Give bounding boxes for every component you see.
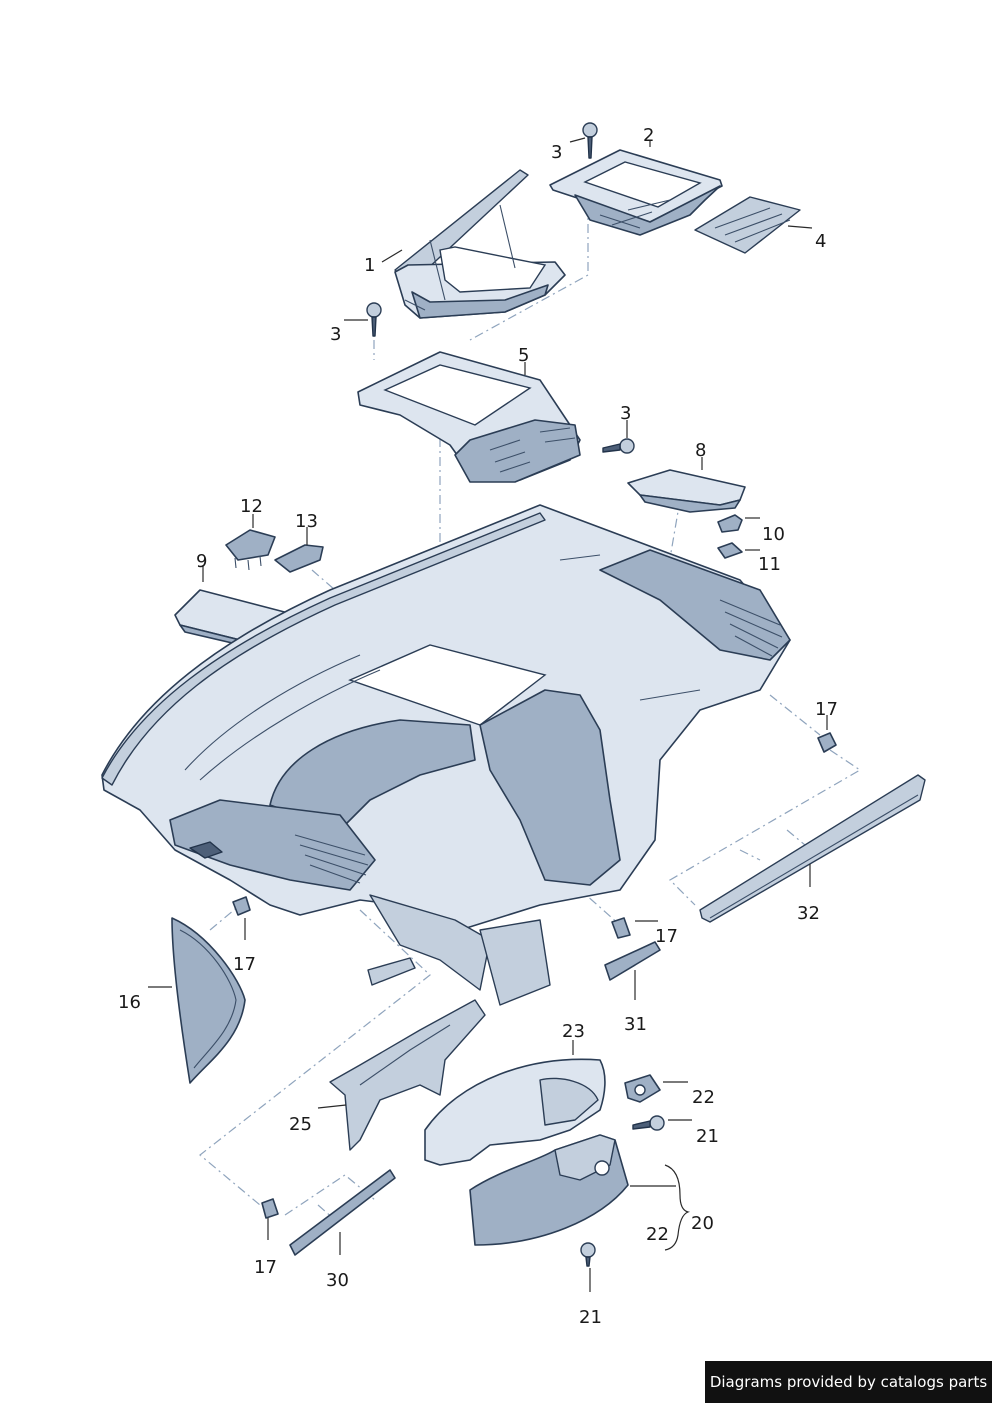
label-10: 10: [762, 524, 785, 545]
part-12-switch: [225, 529, 276, 571]
label-2: 2: [643, 125, 654, 146]
label-31: 31: [624, 1014, 647, 1035]
label-3-right: 3: [620, 403, 631, 424]
part-1-storage-compartment: [394, 169, 566, 319]
label-32: 32: [797, 903, 820, 924]
screw-3-top: [582, 122, 598, 159]
label-17-right: 17: [815, 699, 838, 720]
label-3-left: 3: [330, 324, 341, 345]
part-17-clip-left: [232, 896, 251, 916]
part-30-trim-strip: [289, 1169, 396, 1256]
label-17-center: 17: [655, 926, 678, 947]
footer-credit: Diagrams provided by catalogs parts: [705, 1361, 992, 1403]
part-11-clip: [717, 542, 743, 559]
part-23-upper-shroud: [424, 1058, 606, 1166]
label-4: 4: [815, 231, 826, 252]
part-13-switch: [274, 544, 324, 573]
label-17-left: 17: [233, 954, 256, 975]
screw-21-upper: [632, 1115, 665, 1131]
part-16-side-panel: [171, 917, 246, 1084]
label-3-top: 3: [551, 142, 562, 163]
label-11: 11: [758, 554, 781, 575]
screw-3-right: [602, 438, 635, 454]
label-1: 1: [364, 255, 375, 276]
dashboard-main-body: [101, 504, 791, 1006]
part-31-small-trim: [604, 941, 661, 981]
part-25-column-cover: [329, 999, 486, 1151]
screw-21-lower: [580, 1242, 596, 1267]
label-9: 9: [196, 551, 207, 572]
label-21-lower: 21: [579, 1307, 602, 1328]
part-2-tray: [549, 149, 723, 236]
label-16: 16: [118, 992, 141, 1013]
part-8-right-cover: [627, 469, 746, 513]
part-4-mat: [694, 196, 801, 254]
label-17-bottom: 17: [254, 1257, 277, 1278]
label-20: 20: [691, 1213, 714, 1234]
part-17-clip-bottom: [261, 1198, 279, 1219]
part-17-clip-right: [817, 732, 837, 753]
part-22-bracket: [624, 1074, 661, 1103]
label-25: 25: [289, 1114, 312, 1135]
label-13: 13: [295, 511, 318, 532]
part-10-clip: [717, 514, 743, 533]
label-30: 30: [326, 1270, 349, 1291]
label-22-lower: 22: [646, 1224, 669, 1245]
label-22-upper: 22: [692, 1087, 715, 1108]
part-5-center-trim: [357, 351, 581, 483]
screw-3-left: [366, 302, 382, 337]
leader-lines: [148, 137, 828, 1292]
label-5: 5: [518, 345, 529, 366]
part-20-lower-shroud: [469, 1134, 629, 1246]
callout-labels: 1 2 3 3 3 4 5 8 9 10 11 12 13 16 17 17 1…: [118, 125, 838, 1328]
part-17-clip-center: [611, 917, 631, 939]
label-12: 12: [240, 496, 263, 517]
label-8: 8: [695, 440, 706, 461]
label-23: 23: [562, 1021, 585, 1042]
label-21-upper: 21: [696, 1126, 719, 1147]
part-32-trim-strip: [699, 774, 926, 923]
